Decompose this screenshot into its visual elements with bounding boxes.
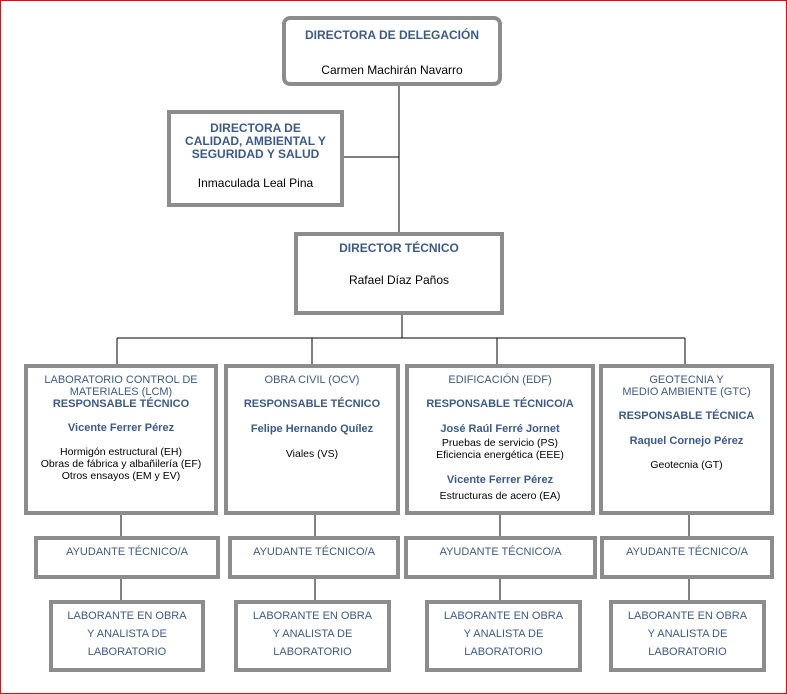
department-item: Geotecnia (GT) [650, 459, 723, 471]
assistant-label: AYUDANTE TÉCNICO/A [439, 546, 562, 558]
lab-technician-line: LABORATORIO [273, 646, 352, 658]
quality-title-line: DIRECTORA DE [210, 121, 301, 135]
assistant-box: AYUDANTE TÉCNICO/A [404, 536, 597, 579]
assistant-label: AYUDANTE TÉCNICO/A [66, 546, 188, 558]
department-box-lcm: LABORATORIO CONTROL DE MATERIALES (LCM) … [24, 364, 218, 515]
department-person: Felipe Hernando Quílez [250, 423, 374, 435]
department-role: RESPONSABLE TÉCNICO [243, 398, 381, 410]
assistant-label: AYUDANTE TÉCNICO/A [626, 546, 748, 558]
department-role: RESPONSABLE TÉCNICA [618, 410, 755, 422]
quality-title-line: SEGURIDAD Y SALUD [191, 147, 320, 161]
lab-technician-line: LABORATORIO [87, 646, 167, 658]
department-box-edf: EDIFICACIÓN (EDF) RESPONSABLE TÉCNICO/A … [405, 364, 595, 515]
lab-technician-line: LABORANTE EN OBRA [252, 610, 373, 622]
department-item: Estructuras de acero (EA) [439, 490, 561, 502]
department-item: Pruebas de servicio (PS) [441, 437, 559, 449]
department-title-line: MEDIO AMBIENTE (GTC) [622, 386, 751, 398]
department-item: Hormigón estructural (EH) [60, 446, 182, 458]
lab-technician-line: LABORANTE EN OBRA [627, 610, 748, 622]
department-item: Obras de fábrica y albañilería (EF) [40, 458, 202, 470]
lab-technician-box: LABORANTE EN OBRA Y ANALISTA DE LABORATO… [49, 600, 205, 672]
assistant-box: AYUDANTE TÉCNICO/A [600, 536, 774, 579]
department-title-line: MATERIALES (LCM) [69, 386, 173, 398]
assistant-box: AYUDANTE TÉCNICO/A [34, 536, 220, 579]
department-person: Raquel Cornejo Pérez [629, 435, 744, 447]
quality-title-line: CALIDAD, AMBIENTAL Y [185, 134, 326, 148]
lab-technician-line: Y ANALISTA DE [647, 628, 728, 640]
lab-technician-box: LABORANTE EN OBRA Y ANALISTA DE LABORATO… [234, 600, 391, 672]
technical-name: Rafael Díaz Paños [348, 273, 450, 287]
quality-box: DIRECTORA DE CALIDAD, AMBIENTAL Y SEGURI… [167, 110, 344, 207]
department-box-ocv: OBRA CIVIL (OCV) RESPONSABLE TÉCNICO Fel… [224, 364, 400, 515]
department-title-line: OBRA CIVIL (OCV) [264, 374, 360, 386]
department-role: RESPONSABLE TÉCNICO/A [426, 398, 574, 410]
lab-technician-box: LABORANTE EN OBRA Y ANALISTA DE LABORATO… [609, 600, 766, 672]
department-role: RESPONSABLE TÉCNICO [52, 398, 190, 410]
department-title-line: GEOTECNIA Y [649, 374, 724, 386]
department-item: Viales (VS) [285, 448, 339, 460]
department-item: Eficiencia energética (EEE) [436, 449, 564, 461]
technical-director-box: DIRECTOR TÉCNICO Rafael Díaz Paños [294, 232, 504, 315]
lab-technician-line: LABORATORIO [464, 646, 543, 658]
director-box: DIRECTORA DE DELEGACIÓN Carmen Machirán … [282, 16, 502, 86]
lab-technician-line: LABORANTE EN OBRA [67, 610, 187, 622]
department-title-line: EDIFICACIÓN (EDF) [448, 374, 552, 386]
lab-technician-line: Y ANALISTA DE [463, 628, 544, 640]
department-person: Vicente Ferrer Pérez [67, 422, 175, 434]
technical-title: DIRECTOR TÉCNICO [339, 241, 459, 255]
assistant-label: AYUDANTE TÉCNICO/A [253, 546, 375, 558]
quality-name: Inmaculada Leal Pina [197, 176, 314, 190]
assistant-box: AYUDANTE TÉCNICO/A [228, 536, 400, 579]
department-title-line: LABORATORIO CONTROL DE [44, 374, 198, 386]
department-item: Otros ensayos (EM y EV) [61, 470, 181, 482]
department-box-gtc: GEOTECNIA Y MEDIO AMBIENTE (GTC) RESPONS… [599, 364, 774, 515]
lab-technician-line: Y ANALISTA DE [87, 628, 167, 640]
lab-technician-box: LABORANTE EN OBRA Y ANALISTA DE LABORATO… [425, 600, 582, 672]
director-title: DIRECTORA DE DELEGACIÓN [304, 28, 479, 42]
lab-technician-line: Y ANALISTA DE [272, 628, 353, 640]
department-person: Vicente Ferrer Pérez [446, 474, 554, 486]
director-name: Carmen Machirán Navarro [321, 63, 463, 77]
lab-technician-line: LABORANTE EN OBRA [443, 610, 564, 622]
department-person: José Raúl Ferré Jornet [440, 423, 560, 435]
lab-technician-line: LABORATORIO [648, 646, 727, 658]
